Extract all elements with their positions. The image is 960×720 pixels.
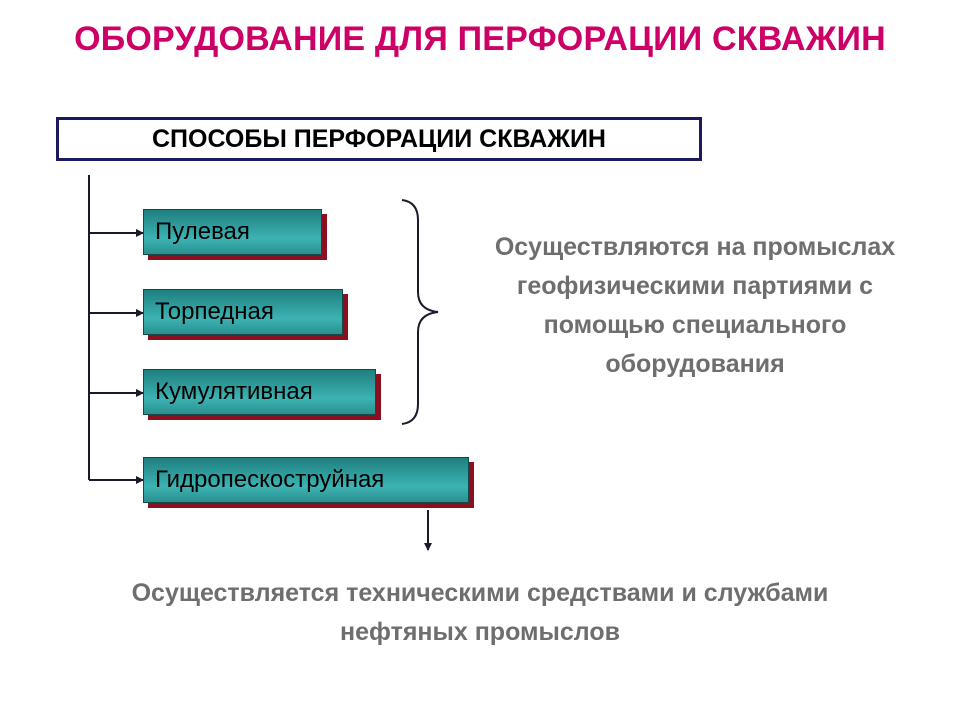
method-box-gidropeskostruynaya: Гидропескоструйная <box>143 457 469 503</box>
method-label: Пулевая <box>155 218 250 245</box>
method-label: Кумулятивная <box>155 378 313 405</box>
method-label: Гидропескоструйная <box>155 466 385 493</box>
method-box-pulevaya: Пулевая <box>143 209 322 255</box>
method-box-torpednaya: Торпедная <box>143 289 343 335</box>
methods-header-label: СПОСОБЫ ПЕРФОРАЦИИ СКВАЖИН <box>152 124 606 153</box>
method-label: Торпедная <box>155 298 274 325</box>
method-box-kumulyativnaya: Кумулятивная <box>143 369 376 415</box>
slide-title: ОБОРУДОВАНИЕ ДЛЯ ПЕРФОРАЦИИ СКВАЖИН <box>74 20 886 58</box>
side-note: Осуществляются на промыслах геофизически… <box>494 233 896 378</box>
methods-header: СПОСОБЫ ПЕРФОРАЦИИ СКВАЖИН <box>56 117 702 161</box>
curly-brace <box>401 199 439 425</box>
bottom-note: Осуществляется техническими средствами и… <box>131 579 829 646</box>
